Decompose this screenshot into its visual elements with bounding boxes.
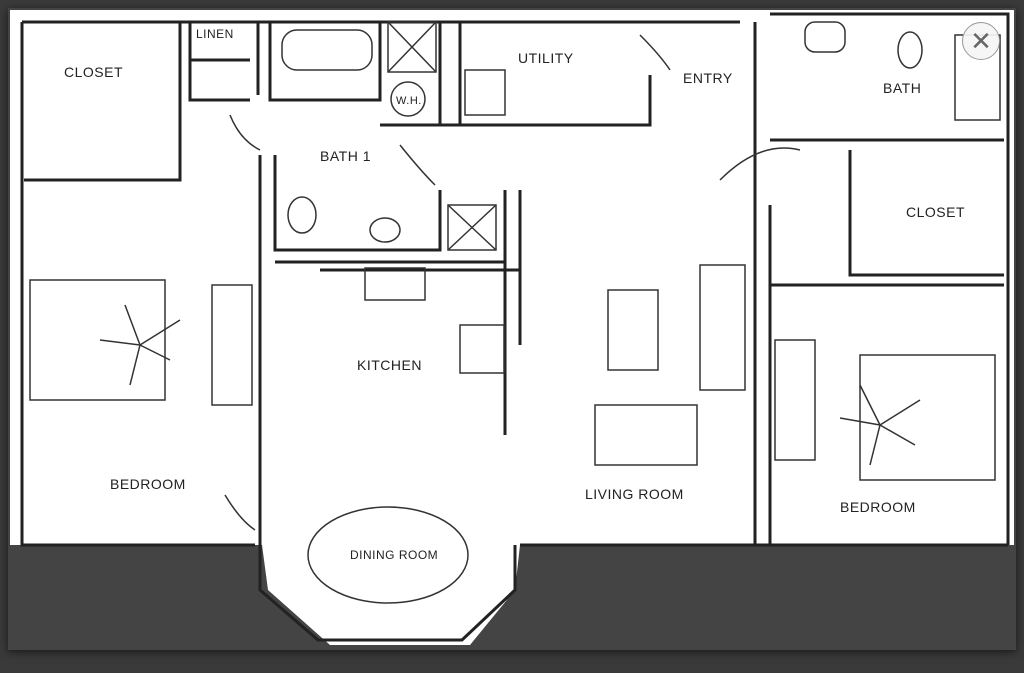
room-label-utility: UTILITY xyxy=(518,50,574,66)
close-icon: ✕ xyxy=(970,26,992,56)
room-label-bath1: BATH 1 xyxy=(320,148,371,164)
dining-bay-wall xyxy=(258,545,517,642)
room-label-linen: LINEN xyxy=(196,27,234,41)
room-label-living-room: LIVING ROOM xyxy=(585,486,684,502)
room-label-closet-left: CLOSET xyxy=(64,64,123,80)
room-label-bath-right: BATH xyxy=(883,80,921,96)
room-label-closet-right: CLOSET xyxy=(906,204,965,220)
room-label-water-heater: W.H. xyxy=(396,95,422,107)
room-label-entry: ENTRY xyxy=(683,70,733,86)
close-button[interactable]: ✕ xyxy=(962,22,1000,60)
floor-plan-paper xyxy=(10,10,1014,645)
room-label-bedroom-left: BEDROOM xyxy=(110,476,186,492)
room-label-dining-room: DINING ROOM xyxy=(350,548,438,562)
room-label-kitchen: KITCHEN xyxy=(357,357,422,373)
room-label-bedroom-right: BEDROOM xyxy=(840,499,916,515)
